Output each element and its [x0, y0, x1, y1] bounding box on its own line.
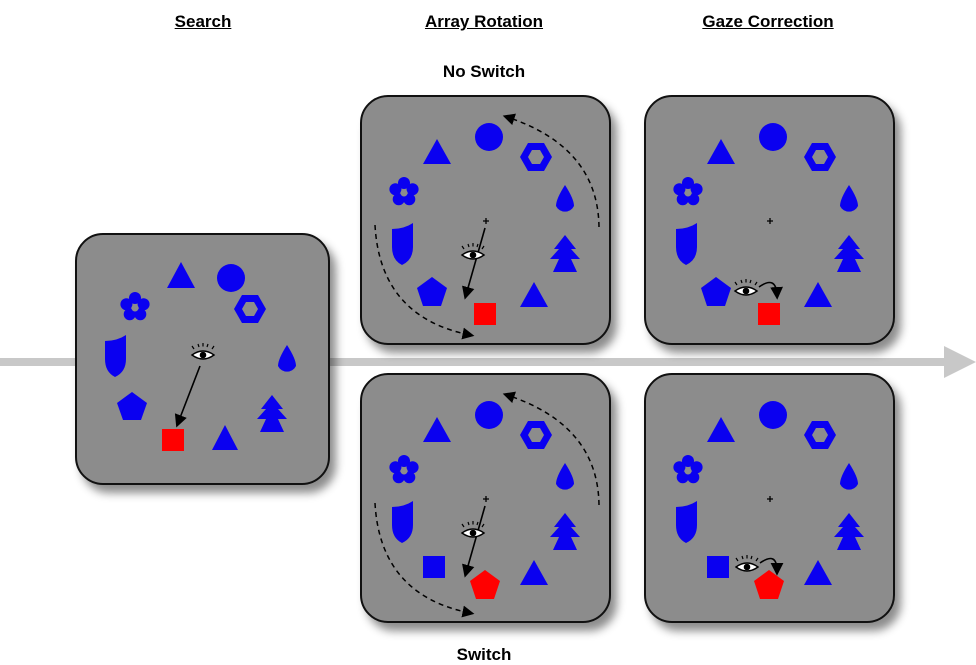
triangle-shape	[423, 417, 451, 442]
square-shape	[423, 556, 445, 578]
panel-gaze-switch	[644, 373, 895, 623]
eye-icon	[190, 343, 216, 360]
gaze-arrow	[462, 505, 486, 578]
circle-shape	[759, 401, 787, 429]
flower-shape	[389, 177, 419, 206]
circle-shape	[217, 264, 245, 292]
label-switch: Switch	[456, 645, 512, 664]
panel-gaze-no-switch	[644, 95, 895, 345]
spade-shape	[550, 513, 580, 550]
heading-gaze-correction: Gaze Correction	[702, 12, 834, 31]
shield-shape	[392, 501, 413, 543]
eye-icon	[733, 279, 759, 296]
gaze-no-switch-array	[673, 123, 864, 325]
triangle-shape	[707, 417, 735, 442]
circle-shape	[759, 123, 787, 151]
target-pentagon	[470, 570, 500, 599]
hexagon-shape	[804, 143, 836, 171]
triangle-shape	[520, 282, 548, 307]
rotation-switch-array	[374, 391, 600, 618]
heading-array-rotation: Array Rotation	[424, 12, 544, 31]
flower-shape	[673, 455, 703, 484]
shield-shape	[105, 335, 126, 377]
drop-shape	[840, 463, 858, 490]
square-shape	[707, 556, 729, 578]
correction-arrow	[758, 281, 783, 300]
rotation-no-switch-array	[374, 113, 600, 340]
rotation-arrow-top	[502, 391, 600, 506]
panel-rotation-no-switch	[360, 95, 611, 345]
rotation-arrow-bottom	[374, 224, 475, 340]
fixation-cross	[767, 218, 773, 224]
shield-shape	[392, 223, 413, 265]
rotation-arrow-bottom	[374, 502, 475, 618]
triangle-shape	[212, 425, 238, 450]
target-pentagon	[754, 570, 784, 599]
hexagon-shape	[804, 421, 836, 449]
drop-shape	[840, 185, 858, 212]
pentagon-shape	[117, 392, 147, 420]
shield-shape	[676, 223, 697, 265]
triangle-shape	[804, 282, 832, 307]
pentagon-shape	[417, 277, 447, 306]
hexagon-shape	[234, 295, 266, 323]
panel-search	[75, 233, 330, 485]
circle-shape	[475, 123, 503, 151]
search-array	[105, 262, 296, 451]
circle-shape	[475, 401, 503, 429]
triangle-shape	[707, 139, 735, 164]
triangle-shape	[423, 139, 451, 164]
spade-shape	[257, 395, 287, 432]
fixation-cross	[767, 496, 773, 502]
triangle-shape	[167, 262, 195, 288]
label-no-switch: No Switch	[442, 62, 526, 81]
drop-shape	[556, 463, 574, 490]
fixation-cross	[483, 218, 489, 224]
heading-search: Search	[174, 12, 232, 31]
target-square	[758, 303, 780, 325]
eye-icon	[460, 521, 486, 538]
hexagon-shape	[520, 421, 552, 449]
spade-shape	[550, 235, 580, 272]
correction-arrow	[759, 557, 784, 576]
triangle-shape	[520, 560, 548, 585]
panel-rotation-switch	[360, 373, 611, 623]
fixation-cross	[483, 496, 489, 502]
eye-icon	[460, 243, 486, 260]
drop-shape	[556, 185, 574, 212]
pentagon-shape	[701, 277, 731, 306]
flower-shape	[389, 455, 419, 484]
target-square	[474, 303, 496, 325]
drop-shape	[278, 345, 296, 372]
hexagon-shape	[520, 143, 552, 171]
triangle-shape	[804, 560, 832, 585]
eye-icon	[734, 555, 760, 572]
spade-shape	[834, 235, 864, 272]
target-square	[162, 429, 184, 451]
rotation-arrow-top	[502, 113, 600, 228]
shield-shape	[676, 501, 697, 543]
gaze-arrow	[174, 365, 201, 428]
gaze-switch-array	[673, 401, 864, 599]
gaze-arrow	[462, 227, 486, 300]
spade-shape	[834, 513, 864, 550]
flower-shape	[120, 292, 150, 321]
flower-shape	[673, 177, 703, 206]
